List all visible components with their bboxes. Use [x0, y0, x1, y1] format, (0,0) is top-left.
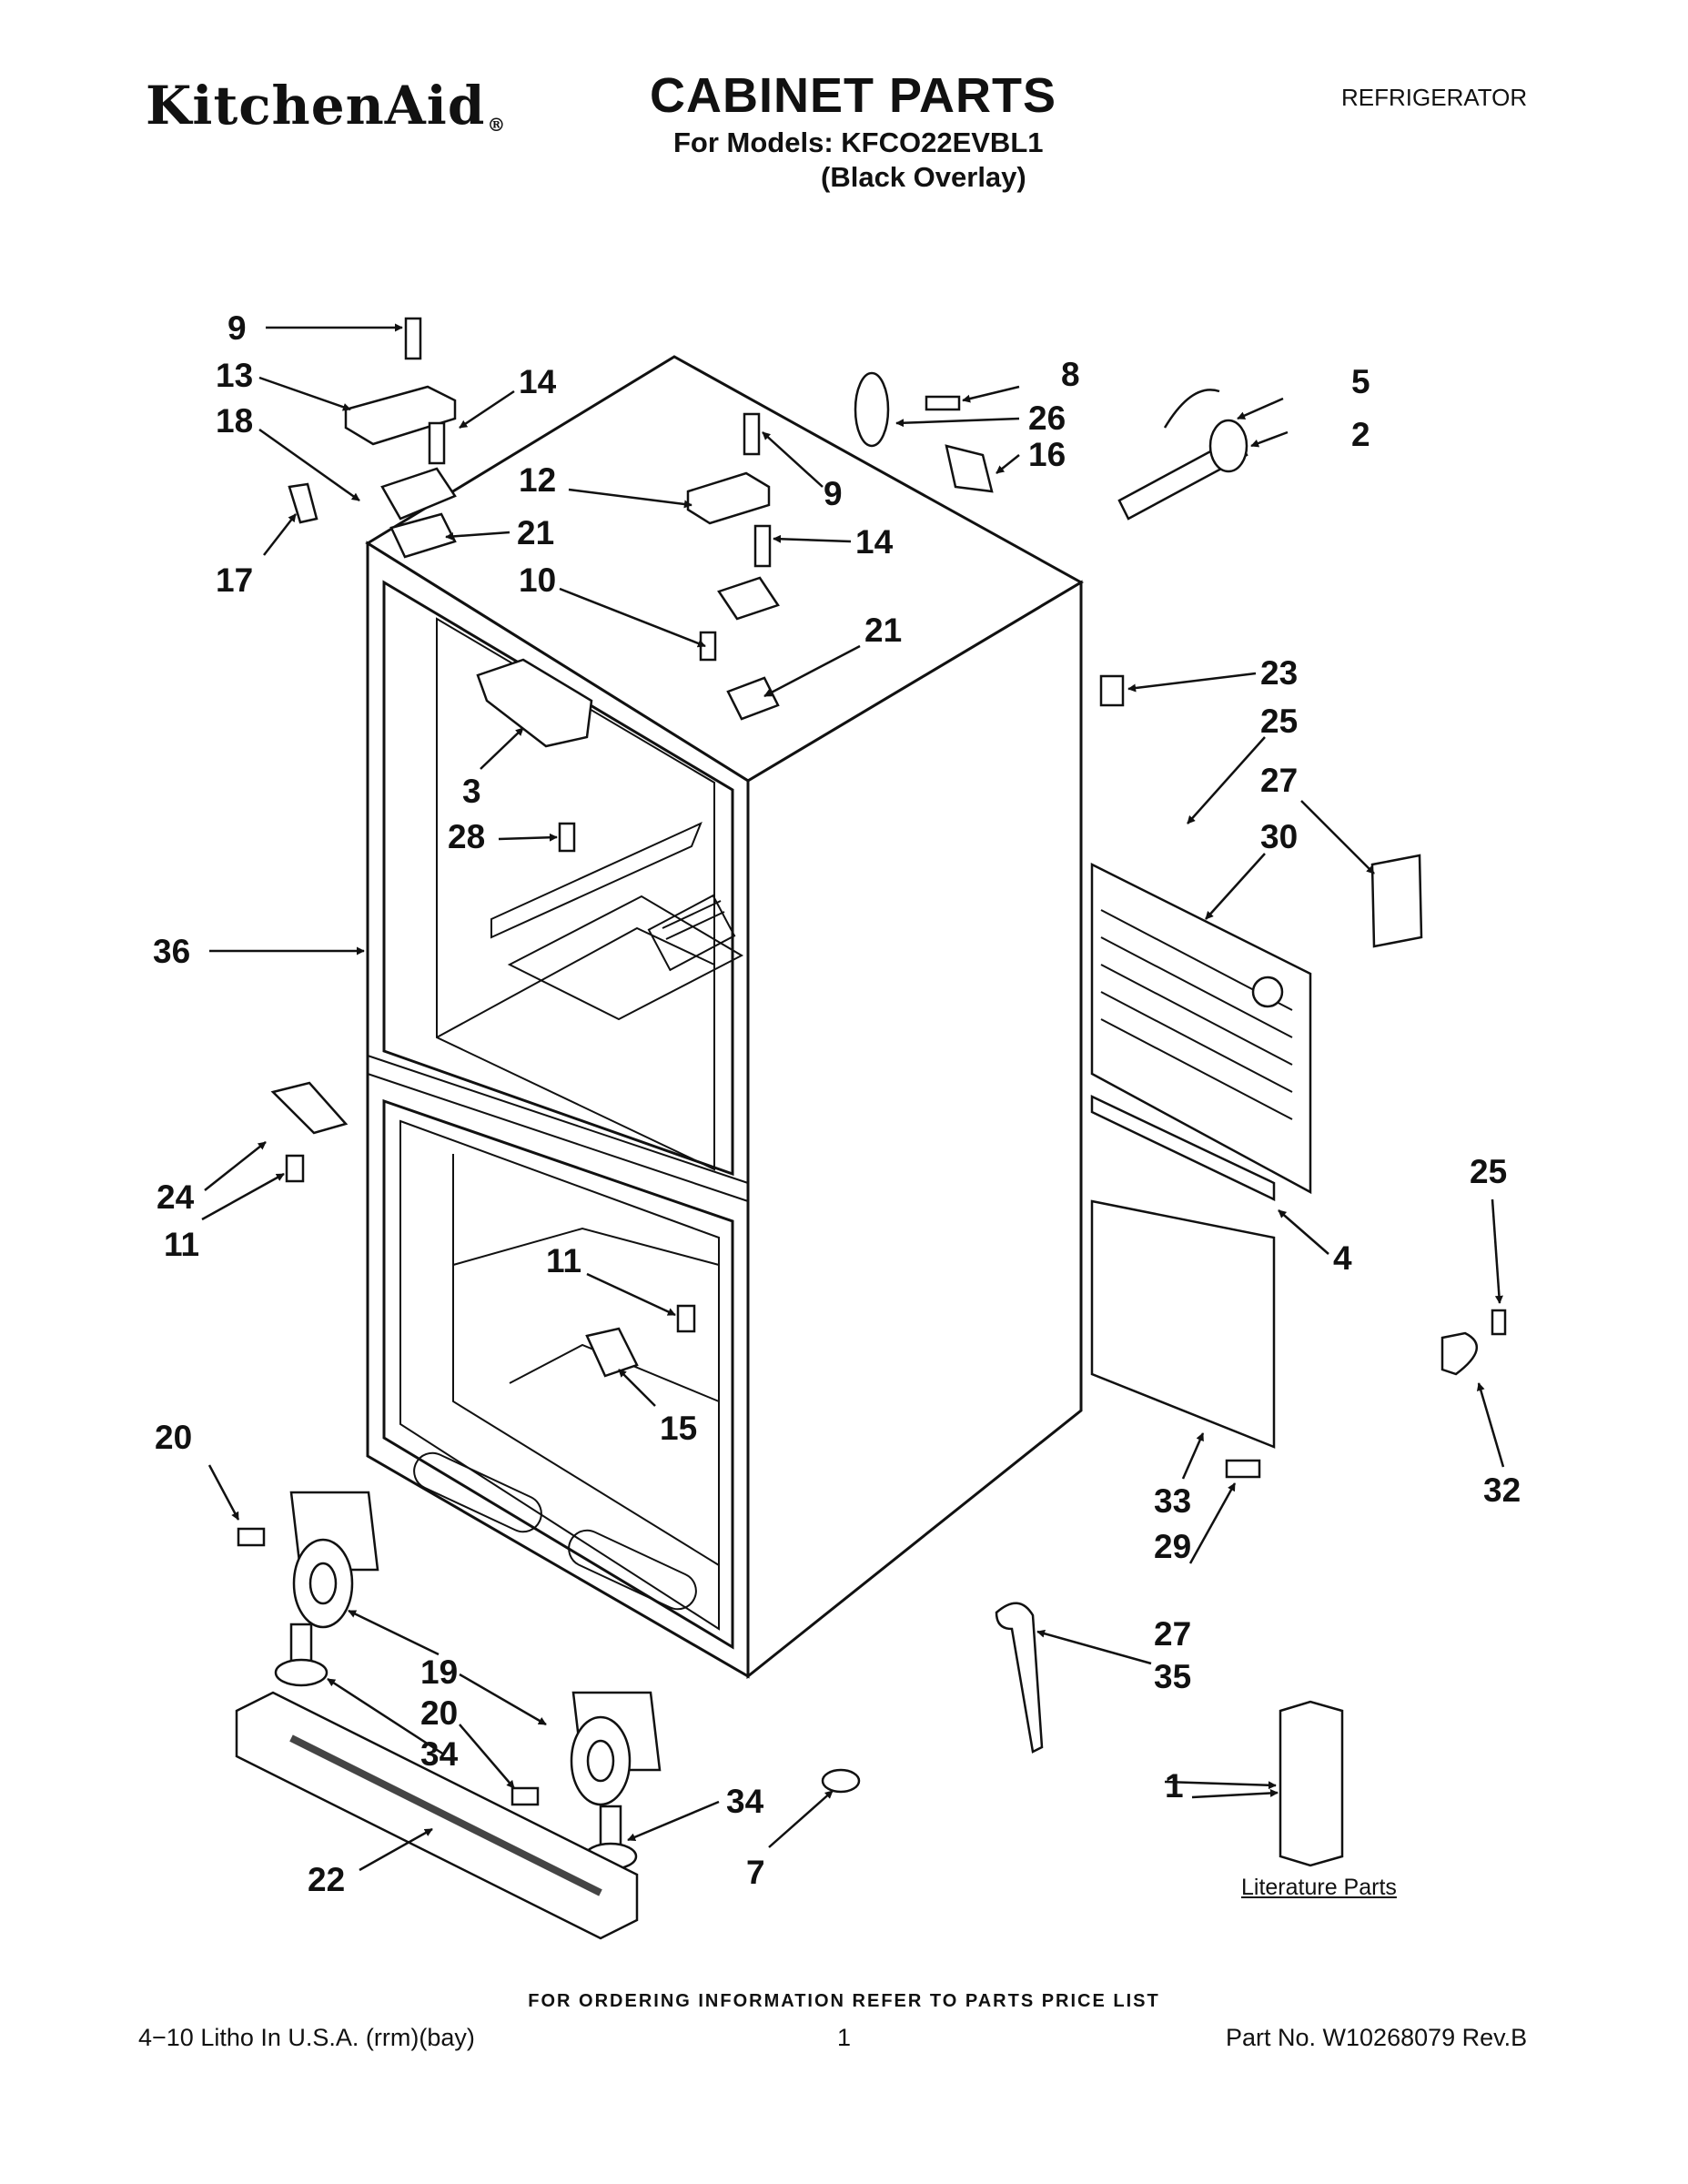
- literature-book: [1279, 1700, 1344, 1867]
- leveling-leg-right: [583, 1805, 638, 1871]
- hinge-plate-center: [717, 576, 780, 621]
- base-grille: [235, 1691, 639, 1940]
- fresh-food-opening: [382, 580, 734, 1177]
- callout-32: 32: [1483, 1471, 1521, 1509]
- ordering-note: FOR ORDERING INFORMATION REFER TO PARTS …: [528, 1991, 1160, 2011]
- callout-8: 8: [1061, 356, 1080, 393]
- callout-29: 29: [1154, 1528, 1191, 1565]
- callout-10: 10: [519, 561, 556, 599]
- power-cord: [995, 1602, 1044, 1754]
- part-shapes: [235, 317, 1507, 1940]
- brand-registered-mark: ®: [487, 114, 507, 136]
- model-info: For Models: KFCO22EVBL1 (Black Overlay): [673, 126, 1044, 195]
- callout-28: 28: [448, 818, 485, 855]
- callout-30: 30: [1260, 818, 1298, 855]
- callout-33: 33: [1154, 1482, 1191, 1520]
- top-hinge-center: [686, 471, 771, 525]
- grille-panel: [1090, 862, 1312, 1195]
- callout-21: 21: [517, 514, 554, 551]
- water-line-bracket: [854, 371, 890, 448]
- hinge-bolt-center: [743, 412, 761, 456]
- callout-26: 26: [1028, 399, 1066, 437]
- control-housing: [476, 658, 593, 748]
- callout-9: 9: [227, 309, 247, 347]
- callout-16: 16: [1028, 436, 1066, 473]
- callout-7: 7: [746, 1854, 765, 1891]
- callout-19: 19: [420, 1653, 458, 1691]
- callout-18: 18: [216, 402, 253, 440]
- callout-14: 14: [855, 523, 894, 561]
- plug-7: [821, 1768, 861, 1794]
- hinge-screw-center: [753, 524, 772, 568]
- callout-24: 24: [157, 1178, 195, 1216]
- callout-labels: 9 13 14 18 17 21 12 9 14 10 21 3 28 36 8…: [153, 309, 1521, 1898]
- screw-20-right: [510, 1786, 540, 1806]
- clip-16: [945, 444, 994, 493]
- appliance-category: REFRIGERATOR: [1341, 84, 1528, 111]
- seal-strip: [1090, 1095, 1276, 1201]
- litho-info: 4−10 Litho In U.S.A. (rrm)(bay): [138, 2024, 475, 2051]
- leveling-leg-left: [274, 1623, 329, 1687]
- callout-13: 13: [216, 357, 253, 394]
- page-number: 1: [837, 2024, 852, 2051]
- callout-27: 27: [1260, 762, 1298, 799]
- roller-left: [289, 1491, 379, 1629]
- callout-20: 20: [155, 1419, 192, 1456]
- model-variant: (Black Overlay): [821, 161, 1026, 193]
- bracket-15: [585, 1327, 639, 1378]
- page-title: CABINET PARTS: [650, 68, 1057, 123]
- callout-15: 15: [660, 1410, 697, 1447]
- callout-22: 22: [308, 1861, 345, 1898]
- callout-27: 27: [1154, 1615, 1191, 1653]
- hinge-screw-left: [428, 421, 446, 465]
- callout-3: 3: [462, 773, 481, 810]
- callout-34: 34: [726, 1783, 764, 1820]
- door-stop: [288, 482, 318, 524]
- hinge-shim-left: [389, 512, 457, 559]
- callout-9: 9: [824, 475, 843, 512]
- callout-21: 21: [864, 612, 902, 649]
- brand-name: KitchenAid: [146, 75, 486, 136]
- models-line: For Models: KFCO22EVBL1: [673, 126, 1044, 158]
- callout-1: 1: [1165, 1767, 1184, 1805]
- leader-lines: [201, 323, 1505, 1872]
- screw-20-left: [237, 1527, 266, 1547]
- callout-11: 11: [164, 1226, 199, 1263]
- hinge-bolt-left: [404, 317, 422, 360]
- clip-29: [1225, 1459, 1261, 1479]
- center-hinge-bracket: [270, 1081, 349, 1135]
- roller-right: [570, 1691, 662, 1806]
- callout-11: 11: [546, 1242, 581, 1279]
- callout-17: 17: [216, 561, 253, 599]
- cabinet-front-frame: [366, 541, 750, 1679]
- cabinet-body: [365, 355, 1085, 1680]
- callout-25: 25: [1260, 703, 1298, 740]
- callout-14: 14: [519, 363, 557, 400]
- callout-36: 36: [153, 933, 190, 970]
- callout-4: 4: [1333, 1239, 1352, 1277]
- channel-27: [1370, 854, 1423, 948]
- access-panel: [1090, 1199, 1276, 1449]
- callout-5: 5: [1351, 363, 1370, 400]
- callout-35: 35: [1154, 1658, 1191, 1695]
- brand-logo: KitchenAid®: [146, 75, 506, 136]
- clip-23: [1099, 674, 1125, 707]
- callout-20: 20: [420, 1694, 458, 1732]
- callout-2: 2: [1351, 416, 1370, 453]
- callout-25: 25: [1470, 1153, 1507, 1190]
- hinge-plate-left: [380, 467, 457, 521]
- callout-12: 12: [519, 461, 556, 499]
- part-number: Part No. W10268079 Rev.B: [1226, 2024, 1528, 2051]
- callout-34: 34: [420, 1735, 459, 1773]
- freezer-opening: [382, 1098, 734, 1650]
- hinge-shim-center: [726, 676, 780, 721]
- literature-parts-label: Literature Parts: [1241, 1875, 1397, 1900]
- inner-floor-recess: [507, 895, 744, 1021]
- clamp-32: [1440, 1331, 1479, 1376]
- callout-23: 23: [1260, 654, 1298, 692]
- top-hinge-left: [344, 385, 457, 446]
